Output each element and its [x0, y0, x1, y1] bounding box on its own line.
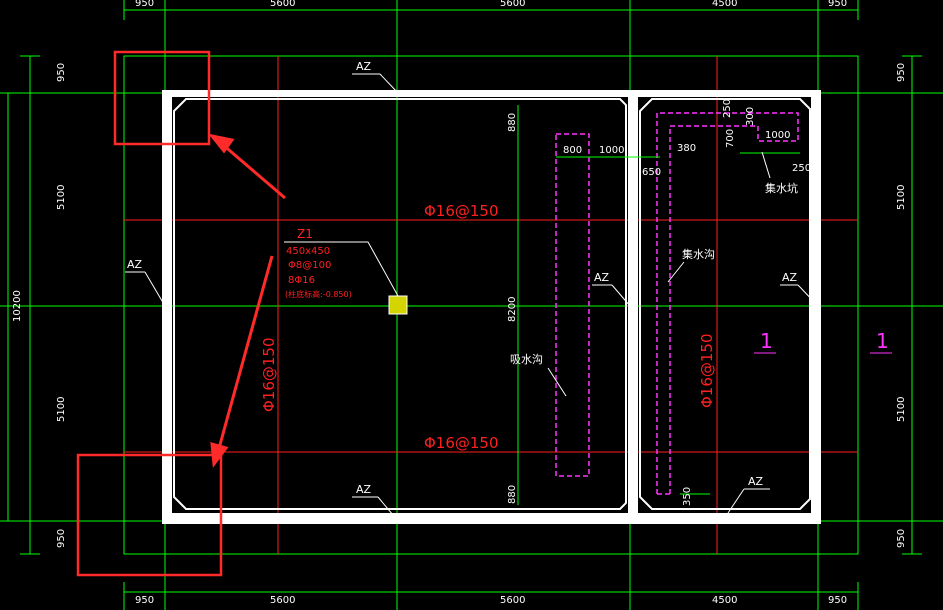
rebar-lines: [124, 56, 858, 554]
collection-pit-leader: [761, 151, 771, 179]
dim-250-b: 250: [792, 163, 811, 174]
trenches: [555, 112, 799, 495]
highlight-box-top-left: [113, 50, 211, 146]
section-mark-inner: 1: [760, 329, 773, 353]
column-elevation: (柱底标高:-0.850): [285, 289, 352, 299]
dim-800: 800: [563, 145, 582, 156]
dim-top-1: 950: [135, 0, 154, 9]
dim-1000-b: 1000: [765, 130, 790, 141]
annotation-arrows: [208, 133, 286, 468]
column-name: Z1: [297, 227, 313, 241]
wall-fill: [163, 91, 820, 523]
dim-380: 380: [677, 143, 696, 154]
dim-250-a: 250: [722, 99, 733, 118]
dim-left-1: 950: [56, 63, 67, 82]
suction-trench-label: 吸水沟: [510, 353, 543, 366]
dim-bottom-5: 950: [828, 595, 847, 606]
az-label-bottom-right: AZ: [748, 475, 764, 488]
az-leaders: [125, 73, 819, 522]
column-z1: [388, 295, 408, 315]
dim-top-4: 4500: [712, 0, 737, 9]
az-label-left: AZ: [127, 258, 143, 271]
dim-bottom-4: 4500: [712, 595, 737, 606]
dim-right-4: 950: [896, 529, 907, 548]
dim-bottom-3: 5600: [500, 595, 525, 606]
dim-700: 700: [725, 129, 736, 148]
dim-top-3: 5600: [500, 0, 525, 9]
collection-pit-label: 集水坑: [765, 181, 798, 195]
dim-top-2: 5600: [270, 0, 295, 9]
dim-350: 350: [682, 487, 693, 506]
dim-bottom-2: 5600: [270, 595, 295, 606]
dim-left-3: 10200: [12, 290, 23, 322]
dim-left-2: 5100: [56, 185, 67, 210]
dim-300: 300: [745, 107, 756, 126]
dim-right-3: 5100: [896, 397, 907, 422]
dim-880-top: 880: [507, 113, 518, 132]
collection-trench-leader: [667, 261, 685, 283]
az-label-right: AZ: [782, 271, 798, 284]
footing-outline: [123, 55, 859, 555]
dim-650: 650: [642, 167, 661, 178]
dim-8200: 8200: [507, 297, 518, 322]
collection-trench-label: 集水沟: [682, 247, 715, 261]
column-leader: [284, 241, 399, 297]
az-label-bottom: AZ: [356, 483, 372, 496]
dim-bottom-1: 950: [135, 595, 154, 606]
section-mark-outer: 1: [876, 329, 889, 353]
dim-1000-a: 1000: [599, 145, 624, 156]
rebar-label-left: Φ16@150: [260, 337, 278, 412]
inner-dimension-lines: [517, 105, 800, 505]
rebar-label-right: Φ16@150: [698, 333, 716, 408]
az-label-top: AZ: [356, 60, 372, 73]
column-main-bars: 8Φ16: [288, 275, 315, 286]
dim-left-4: 5100: [56, 397, 67, 422]
rebar-label-bottom: Φ16@150: [424, 434, 499, 452]
suction-trench-outline: [555, 133, 590, 477]
az-label-middle: AZ: [594, 271, 610, 284]
dim-left-5: 950: [56, 529, 67, 548]
dim-top-5: 950: [828, 0, 847, 9]
highlight-box-bottom-left: [76, 453, 223, 577]
dim-right-2: 5100: [896, 185, 907, 210]
dimension-chain-lines: [7, 0, 922, 610]
dim-right-1: 950: [896, 63, 907, 82]
column-size: 450x450: [286, 246, 330, 257]
column-stirrup: Φ8@100: [288, 260, 331, 271]
rebar-label-top: Φ16@150: [424, 202, 499, 220]
suction-trench-leader: [547, 367, 567, 397]
dim-880-bottom: 880: [507, 485, 518, 504]
collection-trench-outline: [656, 112, 799, 494]
